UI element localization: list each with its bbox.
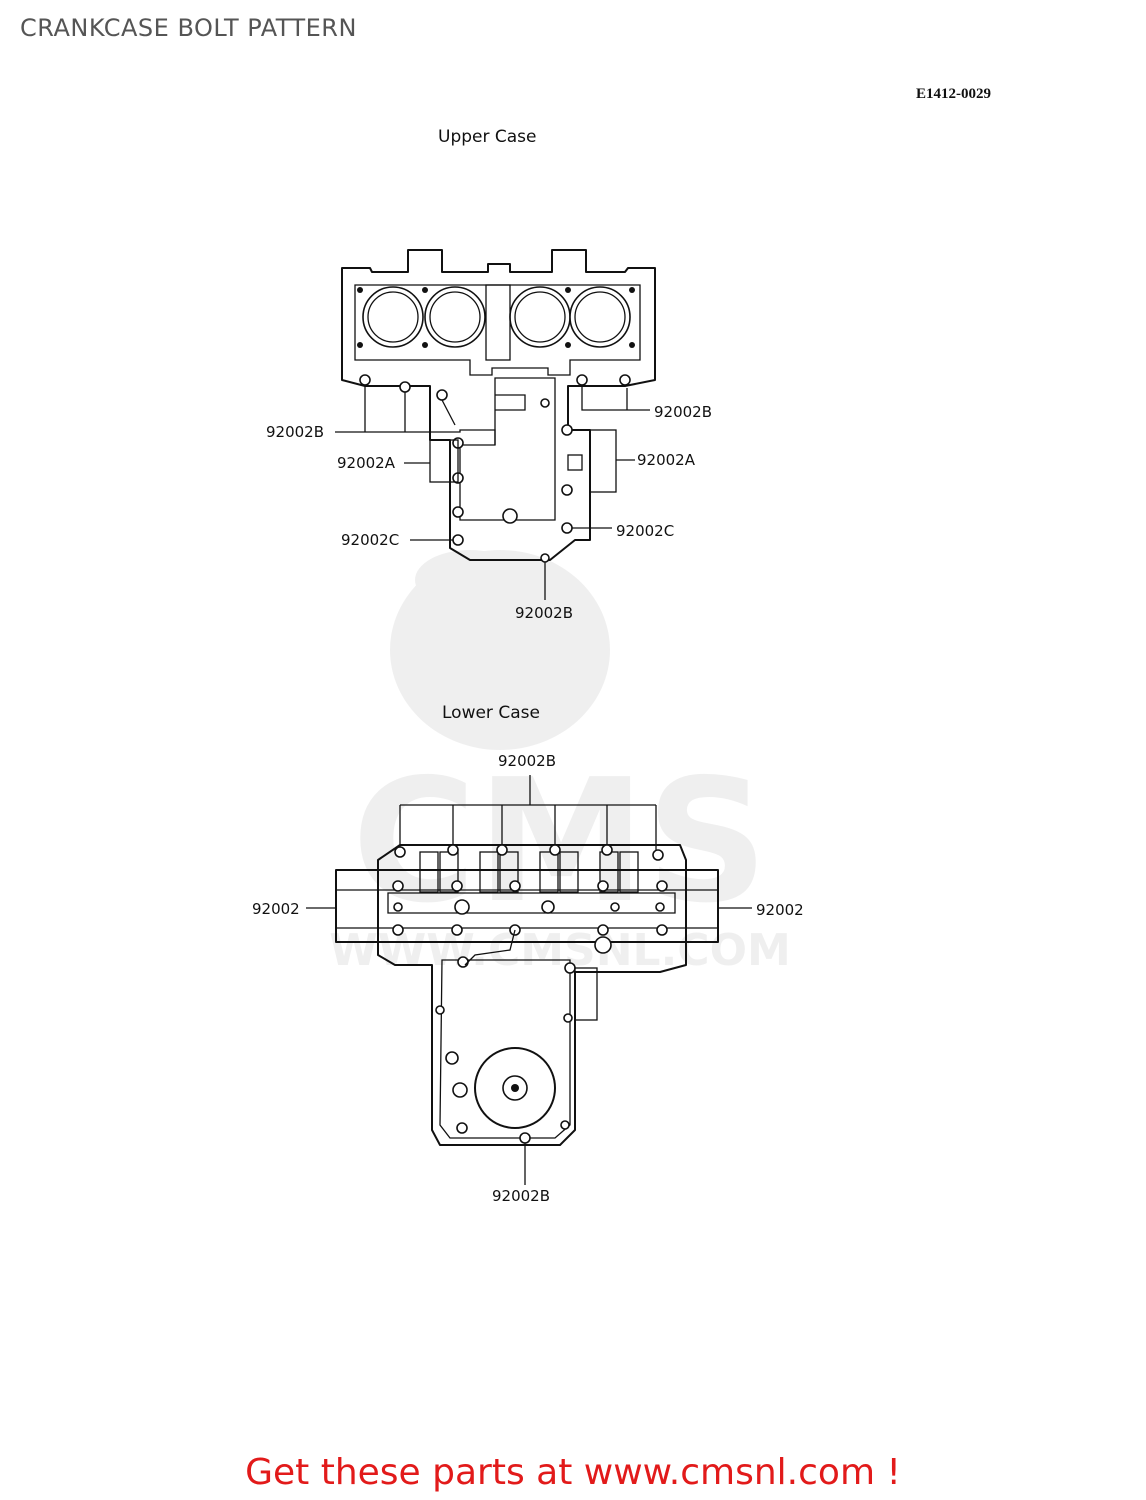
page-title: CRANKCASE BOLT PATTERN (20, 14, 357, 42)
upper-case-drawing (335, 249, 656, 600)
part-label-upper-c-left: 92002C (341, 531, 400, 549)
part-label-upper-a-left: 92002A (337, 454, 395, 472)
upper-case-title: Upper Case (438, 127, 537, 147)
part-label-upper-b-left: 92002B (266, 423, 325, 441)
watermark-url: WWW.CMSNL.COM (329, 925, 791, 976)
part-label-upper-b-bottom: 92002B (515, 604, 574, 622)
watermark: CMS WWW.CMSNL.COM (329, 550, 791, 976)
part-label-upper-b-right: 92002B (654, 403, 713, 421)
lower-case-title: Lower Case (442, 703, 540, 723)
part-label-lower-left: 92002 (252, 900, 300, 918)
part-label-upper-c-right: 92002C (616, 522, 675, 540)
diagram-code: E1412-0029 (916, 86, 991, 102)
part-label-lower-right: 92002 (756, 901, 804, 919)
part-label-lower-b-top: 92002B (498, 752, 557, 770)
lower-case-drawing (306, 775, 752, 1185)
part-label-upper-a-right: 92002A (637, 451, 695, 469)
part-label-lower-b-bottom: 92002B (492, 1187, 551, 1205)
watermark-text: CMS (352, 743, 768, 941)
footer-shop-link[interactable]: Get these parts at www.cmsnl.com ! (245, 1452, 901, 1493)
